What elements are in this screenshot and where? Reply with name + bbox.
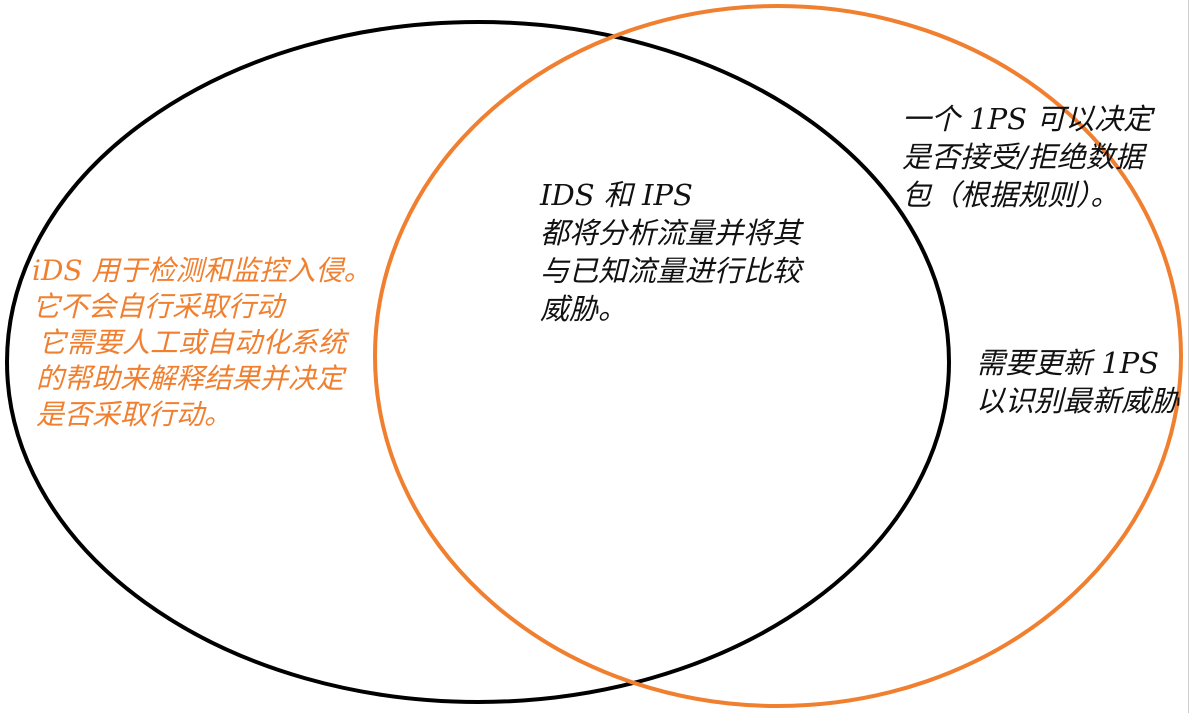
ips-circle [373, 4, 1183, 708]
ids-line-4: 的帮助来解释结果并决定 [36, 362, 345, 395]
ips-line-2: 是否接受/拒绝数据 [902, 140, 1144, 174]
common-line-4: 威胁。 [540, 292, 628, 326]
ips-line-3: 包（根据规则）。 [902, 178, 1120, 212]
ids-circle [5, 20, 951, 704]
common-description: IDS 和 IPS 都将分析流量并将其 与已知流量进行比较 威胁。 [540, 176, 801, 328]
common-line-2: 都将分析流量并将其 [540, 216, 802, 250]
ips-update-line-2: 以识别最新威胁 [976, 384, 1180, 418]
ids-line-3: 它需要人工或自动化系统 [38, 326, 347, 359]
ips-description: 一个 1PS 可以决定 是否接受/拒绝数据 包（根据规则）。 [902, 100, 1152, 214]
ids-line-5: 是否采取行动。 [36, 398, 233, 431]
common-line-1: IDS 和 IPS [540, 178, 693, 212]
common-line-3: 与已知流量进行比较 [540, 254, 802, 288]
ips-update-note: 需要更新 1PS 以识别最新威胁 [976, 344, 1179, 420]
ids-line-1: iDS 用于检测和监控入侵。 [32, 254, 372, 287]
ips-line-1: 一个 1PS 可以决定 [902, 102, 1153, 136]
ids-description: iDS 用于检测和监控入侵。 它不会自行采取行动 它需要人工或自动化系统 的帮助… [32, 253, 372, 433]
right-edge-line [1188, 0, 1189, 713]
ips-update-line-1: 需要更新 1PS [976, 346, 1160, 380]
ids-line-2: 它不会自行采取行动 [32, 290, 285, 323]
